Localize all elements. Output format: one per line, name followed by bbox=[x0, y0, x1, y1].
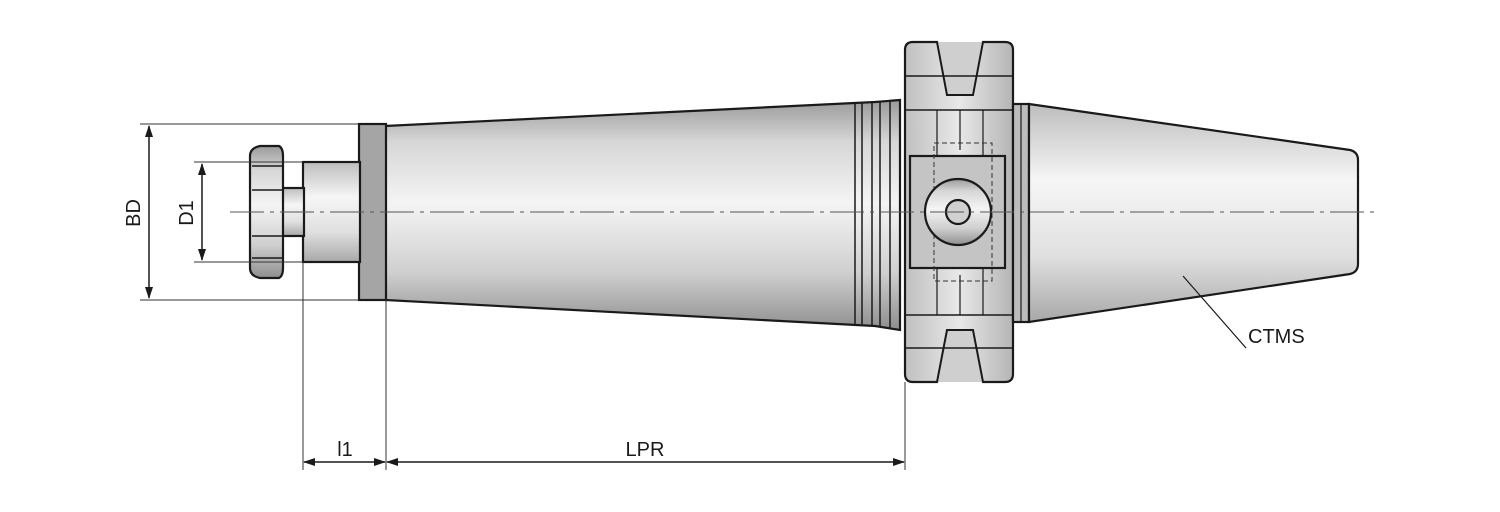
d1-label: D1 bbox=[176, 200, 198, 226]
bd-label: BD bbox=[123, 199, 145, 227]
body-grooves bbox=[854, 101, 891, 328]
steep-taper-shank bbox=[1027, 102, 1360, 324]
tapered-body bbox=[383, 98, 902, 332]
ctms-leader bbox=[1182, 275, 1247, 349]
screw-head-facets bbox=[252, 165, 282, 259]
extension-lines bbox=[140, 123, 906, 470]
ctms-label: CTMS bbox=[1248, 326, 1305, 348]
screw-head bbox=[248, 144, 285, 280]
l1-label: l1 bbox=[337, 439, 353, 461]
lpr-label: LPR bbox=[626, 439, 665, 461]
